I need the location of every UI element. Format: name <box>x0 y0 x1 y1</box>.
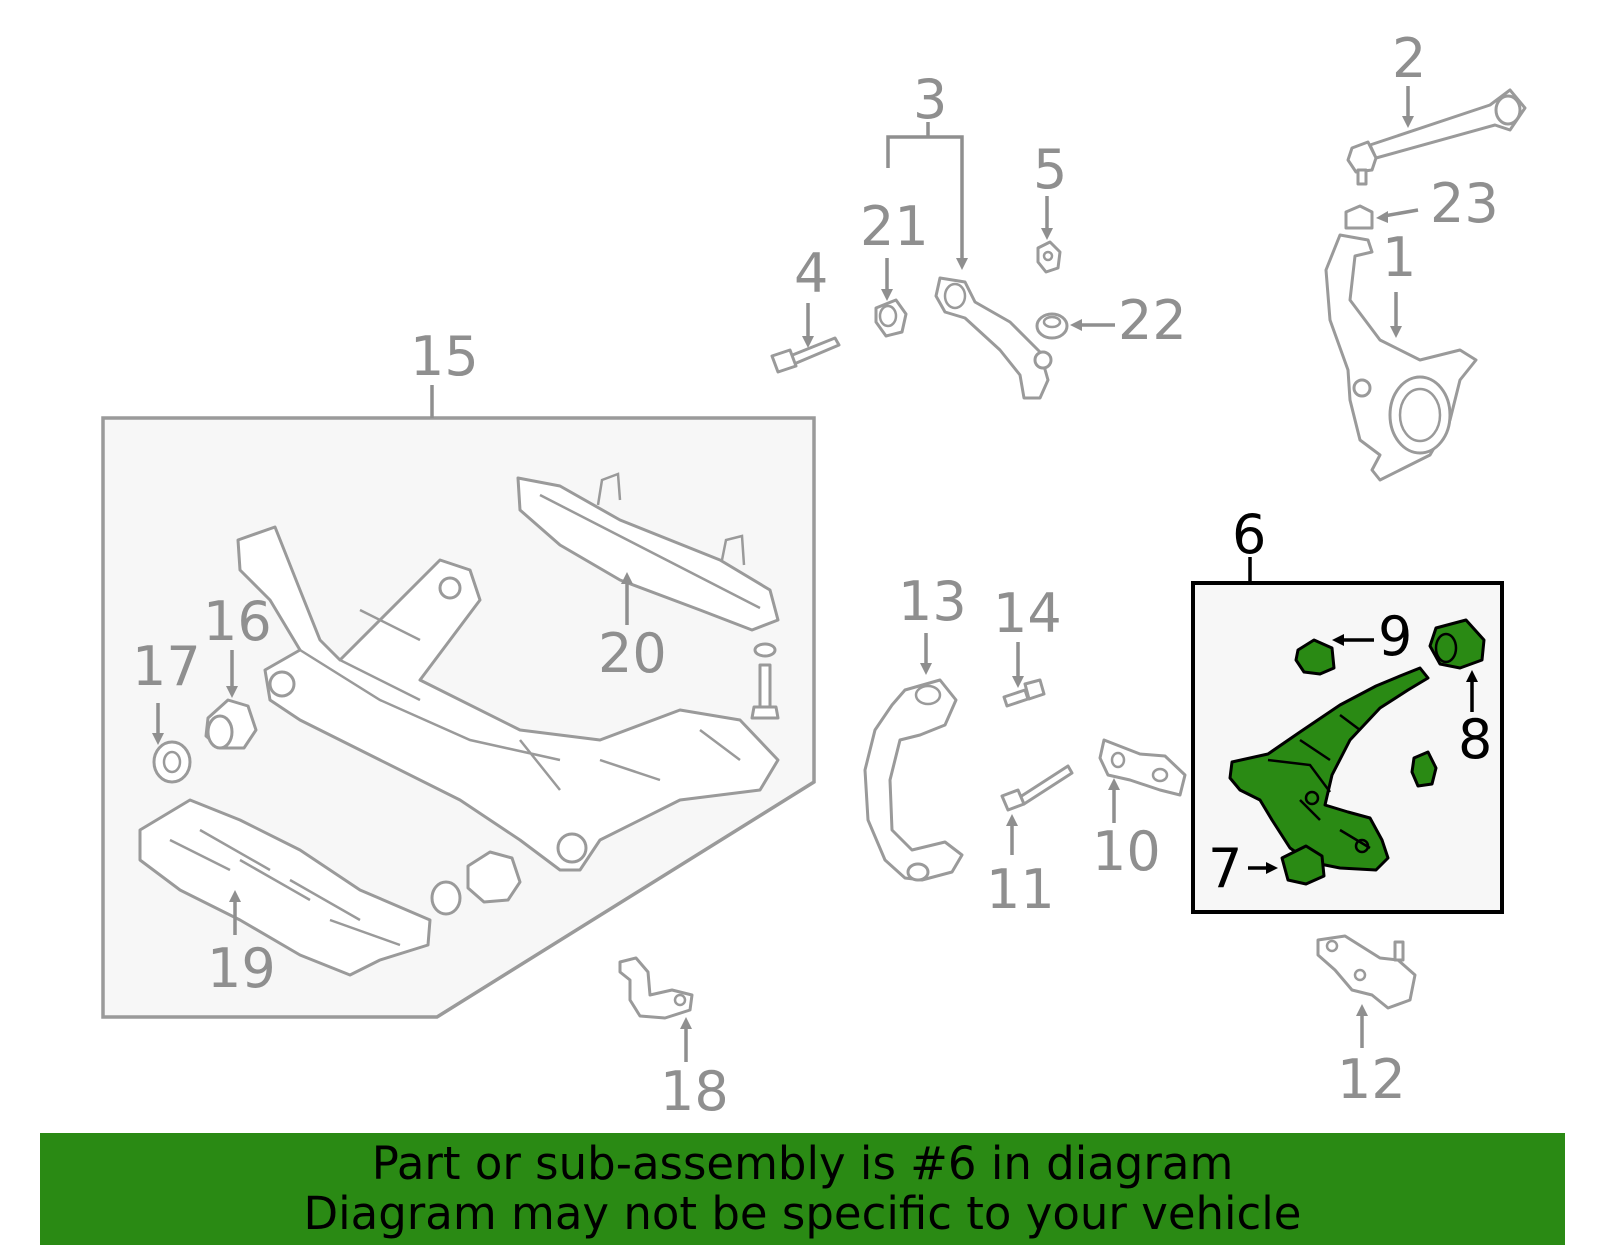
clip <box>1410 750 1438 788</box>
callout-13: 13 <box>898 570 967 633</box>
callout-12: 12 <box>1337 1048 1406 1111</box>
callout-22: 22 <box>1118 289 1187 352</box>
bushing-8 <box>1428 618 1486 670</box>
rear-bushing <box>466 850 522 904</box>
callout-20: 20 <box>598 622 667 685</box>
info-banner: Part or sub-assembly is #6 in diagram Di… <box>40 1133 1565 1245</box>
callout-14: 14 <box>993 582 1062 645</box>
callout-2: 2 <box>1392 27 1426 90</box>
washer-17 <box>152 740 192 784</box>
subframe-assembly-group: 15 20 19 16 17 <box>101 325 816 1019</box>
callout-10: 10 <box>1092 820 1161 883</box>
knuckle-group: 2 23 1 <box>1324 27 1527 482</box>
callout-1: 1 <box>1382 226 1416 289</box>
nut-5-group: 5 <box>1033 138 1067 274</box>
callout-15: 15 <box>410 325 479 388</box>
banner-line-2: Diagram may not be specific to your vehi… <box>303 1187 1302 1240</box>
callout-7: 7 <box>1208 837 1242 900</box>
callout-8: 8 <box>1458 708 1492 771</box>
callout-19: 19 <box>207 937 276 1000</box>
subframe-crossmember <box>236 525 780 872</box>
callout-5: 5 <box>1033 138 1067 201</box>
bolt-14 <box>1002 688 1030 708</box>
lower-link-13 <box>863 678 964 882</box>
bushing-9 <box>1294 638 1336 676</box>
callout-18: 18 <box>660 1060 729 1123</box>
callout-16: 16 <box>203 590 272 653</box>
bushing-7 <box>1280 844 1326 886</box>
bracket-18 <box>618 956 694 1020</box>
callout-23: 23 <box>1430 172 1499 235</box>
bolt-4 <box>788 336 841 366</box>
banner-line-1: Part or sub-assembly is #6 in diagram <box>371 1137 1234 1190</box>
nut-5 <box>1036 240 1062 274</box>
callout-6: 6 <box>1232 503 1266 566</box>
bracket-18-group: 18 <box>618 956 729 1123</box>
lower-control-arm <box>1228 666 1430 872</box>
callout-11: 11 <box>986 858 1055 921</box>
upper-arm-group: 3 21 22 <box>860 68 1187 400</box>
middle-parts-group: 13 14 11 10 <box>863 570 1187 921</box>
nut-23 <box>1344 204 1374 230</box>
bolt-4-group: 4 <box>770 242 841 374</box>
lower-control-arm-assembly: 6 9 8 7 <box>1191 503 1504 914</box>
bolt-11 <box>1018 764 1074 806</box>
callout-9: 9 <box>1378 605 1412 668</box>
ball-joint-12 <box>1316 934 1417 1010</box>
callout-3: 3 <box>913 68 947 131</box>
callout-17: 17 <box>132 635 201 698</box>
skid-plate <box>138 798 432 977</box>
callout-21: 21 <box>860 195 929 258</box>
ball-joint-12-group: 12 <box>1316 934 1417 1111</box>
callout-4: 4 <box>794 242 828 305</box>
upper-control-arm <box>934 276 1050 400</box>
